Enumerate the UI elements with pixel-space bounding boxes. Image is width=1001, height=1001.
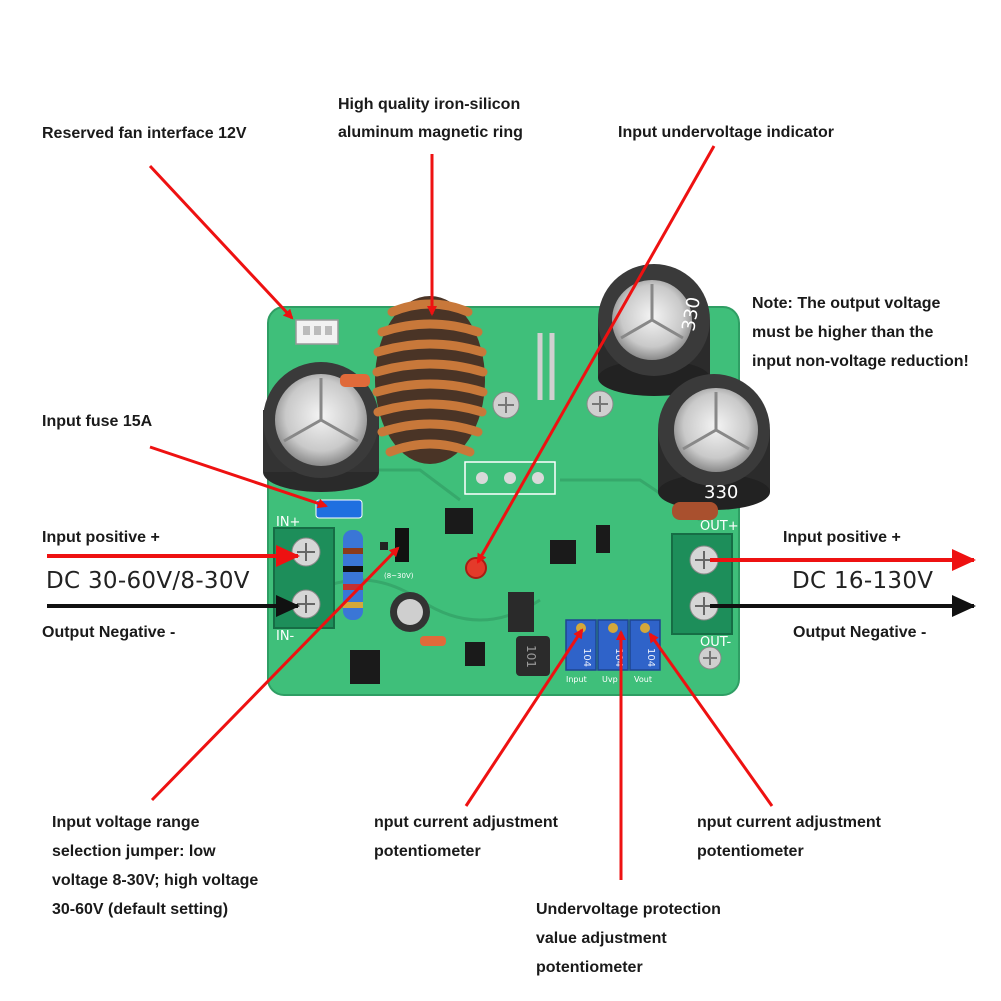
mosfet-q1 bbox=[464, 461, 556, 495]
arrow-indicator bbox=[476, 145, 716, 564]
pot-label-vout: Vout bbox=[634, 675, 652, 684]
label-pot-right-line1: nput current adjustment bbox=[697, 814, 882, 831]
inductor-code: 101 bbox=[524, 645, 538, 668]
label-magnetic-ring-line2: aluminum magnetic ring bbox=[338, 124, 523, 141]
jumper-range-silk: (8~30V) bbox=[384, 572, 414, 580]
ic-5 bbox=[350, 650, 380, 684]
label-note-line2: must be higher than the bbox=[752, 324, 934, 341]
label-jumper-line3: voltage 8-30V; high voltage bbox=[52, 872, 259, 889]
mounting-screws bbox=[492, 390, 722, 670]
fuse bbox=[315, 499, 363, 519]
power-arrows bbox=[47, 545, 976, 617]
ic-1 bbox=[445, 508, 473, 534]
label-jumper-line1: Input voltage range bbox=[52, 814, 200, 831]
ic-4 bbox=[465, 642, 485, 666]
pot-code-2: 104 bbox=[613, 648, 624, 667]
resistor-r1 bbox=[340, 374, 370, 387]
label-undervoltage-indicator: Input undervoltage indicator bbox=[618, 124, 835, 141]
fan-connector bbox=[295, 319, 339, 345]
ic-3 bbox=[596, 525, 610, 553]
output-capacitor-top: 330 bbox=[598, 264, 710, 396]
label-pot-mid-line1: Undervoltage protection bbox=[536, 901, 721, 918]
undervoltage-led bbox=[465, 557, 487, 579]
small-inductor: 101 bbox=[516, 636, 550, 676]
output-capacitor-bottom: 330 bbox=[658, 374, 770, 510]
input-capacitor bbox=[263, 362, 379, 492]
arrow-fan bbox=[148, 164, 294, 320]
in-minus-silk: IN- bbox=[276, 629, 295, 644]
shunt-resistor bbox=[537, 333, 555, 400]
pot-code-1: 104 bbox=[581, 648, 592, 667]
out-plus-silk: OUT+ bbox=[700, 519, 739, 534]
label-input-positive: Input positive + bbox=[42, 529, 160, 546]
arrow-jumper bbox=[150, 546, 400, 802]
label-input-voltage-range: DC 30-60V/8-30V bbox=[46, 568, 250, 594]
ic-2 bbox=[550, 540, 576, 564]
label-input-fuse: Input fuse 15A bbox=[42, 413, 153, 430]
label-pot-left-line2: potentiometer bbox=[374, 843, 481, 860]
label-output-negative: Output Negative - bbox=[793, 624, 927, 641]
annotation-arrows bbox=[148, 145, 774, 880]
magnetic-ring-inductor bbox=[372, 296, 488, 464]
label-fan-interface: Reserved fan interface 12V bbox=[42, 125, 247, 142]
arrow-pot-left bbox=[464, 628, 584, 807]
pot-code-3: 104 bbox=[645, 648, 656, 667]
label-pot-mid-line3: potentiometer bbox=[536, 959, 643, 976]
label-jumper-line2: selection jumper: low bbox=[52, 843, 216, 860]
label-pot-right-line2: potentiometer bbox=[697, 843, 804, 860]
label-output-positive: Input positive + bbox=[783, 529, 901, 546]
label-note-line1: Note: The output voltage bbox=[752, 295, 941, 312]
resistor-r3 bbox=[672, 502, 718, 520]
arrow-fuse bbox=[149, 445, 328, 509]
label-jumper-line4: 30-60V (default setting) bbox=[52, 901, 229, 918]
small-capacitor bbox=[390, 592, 430, 632]
label-input-negative: Output Negative - bbox=[42, 624, 176, 641]
power-resistor bbox=[343, 530, 363, 620]
cap-value-bottom: 330 bbox=[704, 482, 738, 503]
potentiometer-uvp: 104 bbox=[597, 619, 629, 671]
label-pot-mid-line2: value adjustment bbox=[536, 930, 667, 947]
resistor-r2 bbox=[420, 636, 446, 646]
in-plus-silk: IN+ bbox=[276, 515, 300, 530]
label-magnetic-ring-line1: High quality iron-silicon bbox=[338, 96, 521, 113]
label-pot-left-line1: nput current adjustment bbox=[374, 814, 559, 831]
output-terminal-block: OUT+ OUT- bbox=[671, 519, 739, 650]
out-minus-silk: OUT- bbox=[700, 635, 731, 650]
label-output-voltage-range: DC 16-130V bbox=[792, 568, 934, 594]
pot-label-input: Input bbox=[566, 675, 587, 684]
label-note-line3: input non-voltage reduction! bbox=[752, 353, 969, 370]
pot-label-uvp: Uvp bbox=[602, 675, 618, 684]
arrow-pot-right bbox=[648, 632, 774, 807]
ic-6 bbox=[508, 592, 534, 632]
potentiometer-vout: 104 bbox=[629, 619, 661, 671]
